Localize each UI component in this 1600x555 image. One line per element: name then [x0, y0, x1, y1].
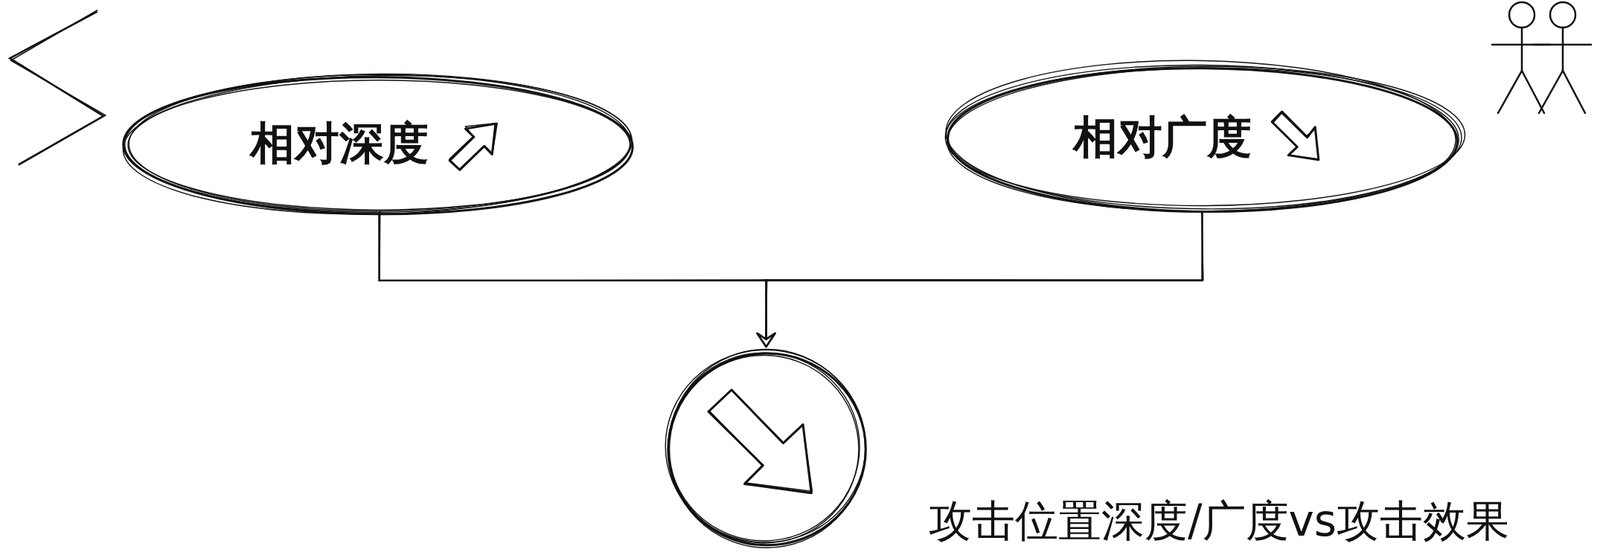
factor-label: 相对广度 [1073, 107, 1252, 169]
sketch-stroke [665, 349, 866, 543]
result-arrow-shape [690, 370, 842, 522]
sketch-stroke [122, 75, 633, 216]
figure-limb [1538, 70, 1563, 114]
arrow-icon [1265, 104, 1333, 172]
factor-ellipse: 相对广度 [938, 59, 1467, 217]
figure-limb [1521, 27, 1524, 71]
circle-outline [663, 343, 870, 550]
arrow-icon [442, 110, 510, 178]
stick-figure [1533, 2, 1592, 114]
figure-head [1550, 2, 1576, 28]
figure-head [1509, 2, 1535, 28]
merge-connector [757, 211, 1204, 347]
figure-limb [1521, 70, 1545, 114]
arrow-icon-shape [442, 110, 510, 178]
sketch-stroke [946, 65, 1463, 213]
sketch-stroke [124, 73, 631, 214]
result-arrow-shape [691, 371, 841, 521]
arrow-icon-shape [1265, 104, 1333, 172]
sketch-stroke [122, 70, 634, 219]
sketch-stroke [669, 354, 859, 543]
arrow-icon-shape [1265, 104, 1333, 172]
result-circle: 攻击位置深度/广度vs攻击效果 [663, 343, 870, 550]
factor-ellipse: 相对深度 [120, 71, 638, 217]
factor-label: 相对深度 [250, 113, 429, 175]
merge-connector [379, 211, 776, 347]
arrow-icon-shape [442, 110, 510, 178]
diagram-caption: 攻击位置深度/广度vs攻击效果 [928, 492, 1510, 551]
figure-limb [1562, 27, 1565, 71]
sketch-stroke [945, 62, 1460, 212]
arrowhead [757, 333, 776, 347]
sketch-stroke [945, 65, 1466, 208]
zigzag-mark [9, 11, 104, 166]
connector-line [379, 212, 767, 347]
stick-figure [1492, 2, 1551, 114]
sketch-stroke [128, 72, 633, 213]
figure-limb [1533, 43, 1592, 47]
connector-line [379, 211, 768, 347]
sketch-stroke [668, 349, 866, 548]
connector-line [766, 211, 1204, 347]
figure-limb [1498, 70, 1522, 114]
sketch-stroke [947, 66, 1458, 213]
figure-limb [1562, 70, 1586, 114]
zigzag-mark [10, 9, 105, 165]
sketch-stroke [668, 352, 860, 542]
